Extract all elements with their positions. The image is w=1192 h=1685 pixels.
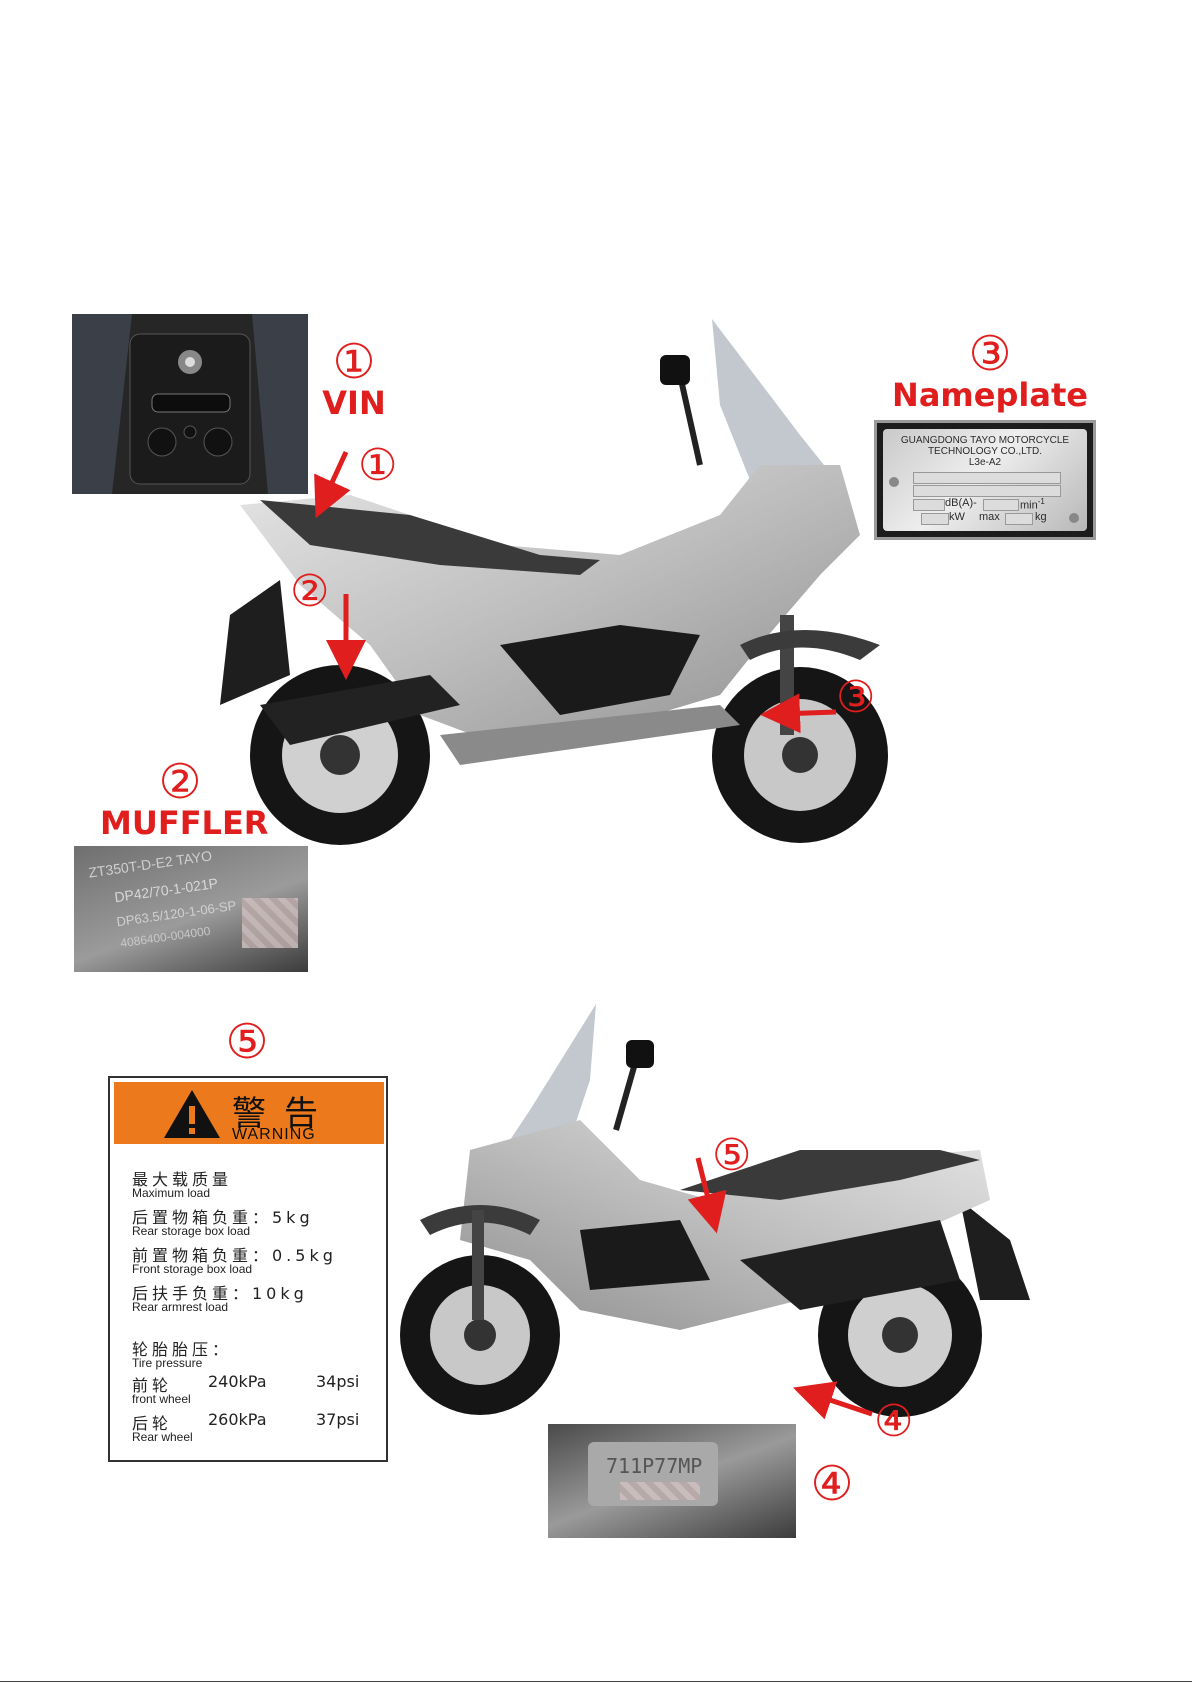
rear-box-load-en: Rear storage box load — [132, 1224, 251, 1238]
callout-muffler: ② MUFFLER — [100, 754, 269, 842]
rear-wheel-kpa: 260kPa — [208, 1410, 267, 1429]
max-load-zh: 最大载质量 — [132, 1170, 233, 1189]
diagram-marker-1: ① — [358, 440, 398, 491]
callout-warning-number: ⑤ — [225, 1014, 269, 1070]
callout-vin: ① VIN — [312, 338, 396, 421]
nameplate-blank-2 — [913, 485, 1061, 497]
callout-warning: ⑤ — [214, 1018, 280, 1066]
nameplate-rivet-right — [1069, 513, 1079, 523]
front-box-load-en: Front storage box load — [132, 1262, 253, 1276]
nameplate-line-3: L3e-A2 — [968, 457, 1002, 468]
nameplate-rivet-left — [889, 477, 899, 487]
muffler-photo: ZT350T-D-E2 TAYO DP42/70-1-021P DP63.5/1… — [74, 846, 308, 972]
callout-engine-number: ④ — [810, 1456, 854, 1512]
scooter-illustration-top — [220, 319, 888, 845]
nameplate-unit-kg: kg — [1035, 511, 1047, 523]
nameplate-unit-rpm: min-1 — [1020, 497, 1045, 512]
nameplate-photo: GUANGDONG TAYO MOTORCYCLE TECHNOLOGY CO.… — [874, 420, 1096, 540]
callout-nameplate: ③ Nameplate — [890, 330, 1090, 413]
front-wheel-kpa: 240kPa — [208, 1372, 267, 1391]
callout-arrows-top — [314, 450, 837, 734]
callout-muffler-number: ② — [158, 754, 202, 810]
tire-pressure-en: Tire pressure — [132, 1356, 203, 1370]
warning-title-zh: 警告 — [232, 1094, 336, 1134]
callout-nameplate-number: ③ — [968, 326, 1012, 382]
diagram-marker-4: ④ — [874, 1396, 914, 1447]
warning-header: 警告 WARNING — [114, 1082, 384, 1144]
front-wheel-en: front wheel — [132, 1392, 191, 1406]
tire-pressure-zh: 轮胎胎压： — [132, 1340, 233, 1359]
front-wheel-zh: 前轮 — [132, 1376, 173, 1395]
armrest-load-en: Rear armrest load — [132, 1300, 229, 1314]
warning-label: 警告 WARNING 最大载质量 Maximum load 后置物箱负重：5kg… — [108, 1076, 388, 1462]
diagram-marker-3: ③ — [836, 672, 876, 723]
callout-muffler-label: MUFFLER — [100, 804, 269, 842]
page-bottom-rule — [0, 1681, 1192, 1682]
rear-wheel-psi: 37psi — [316, 1410, 360, 1429]
rear-box-load-zh: 后置物箱负重：5kg — [132, 1208, 314, 1227]
rear-wheel-zh: 后轮 — [132, 1414, 173, 1433]
diagram-marker-2: ② — [290, 566, 330, 617]
nameplate-unit-kw: kW — [949, 511, 965, 523]
warning-triangle-icon — [164, 1090, 220, 1138]
vin-location-photo — [72, 314, 308, 494]
rear-wheel-en: Rear wheel — [132, 1430, 193, 1444]
nameplate-line-1: GUANGDONG TAYO MOTORCYCLE — [900, 435, 1070, 446]
armrest-load-zh: 后扶手负重：10kg — [132, 1284, 308, 1303]
muffler-redacted-area — [242, 898, 298, 948]
front-wheel-psi: 34psi — [316, 1372, 360, 1391]
callout-engine: ④ — [802, 1460, 862, 1508]
engine-code-text: 711P77MP — [606, 1454, 703, 1478]
engine-number-photo: 711P77MP — [548, 1424, 796, 1538]
callout-vin-number: ① — [332, 334, 376, 390]
front-box-load-zh: 前置物箱负重：0.5kg — [132, 1246, 337, 1265]
nameplate-unit-db: dB(A)- — [945, 497, 977, 509]
nameplate-unit-max: max — [979, 511, 1000, 523]
scooter-side-view-right — [200, 315, 980, 855]
vin-photo-illustration — [72, 314, 308, 494]
warning-title-en: WARNING — [232, 1126, 316, 1143]
callout-vin-label: VIN — [322, 384, 386, 422]
nameplate-line-2: TECHNOLOGY CO.,LTD. — [927, 446, 1043, 457]
max-load-en: Maximum load — [132, 1186, 211, 1200]
nameplate-blank-1 — [913, 472, 1061, 484]
engine-redacted-area — [620, 1482, 700, 1500]
diagram-marker-5: ⑤ — [712, 1130, 752, 1181]
callout-nameplate-label: Nameplate — [892, 376, 1088, 414]
